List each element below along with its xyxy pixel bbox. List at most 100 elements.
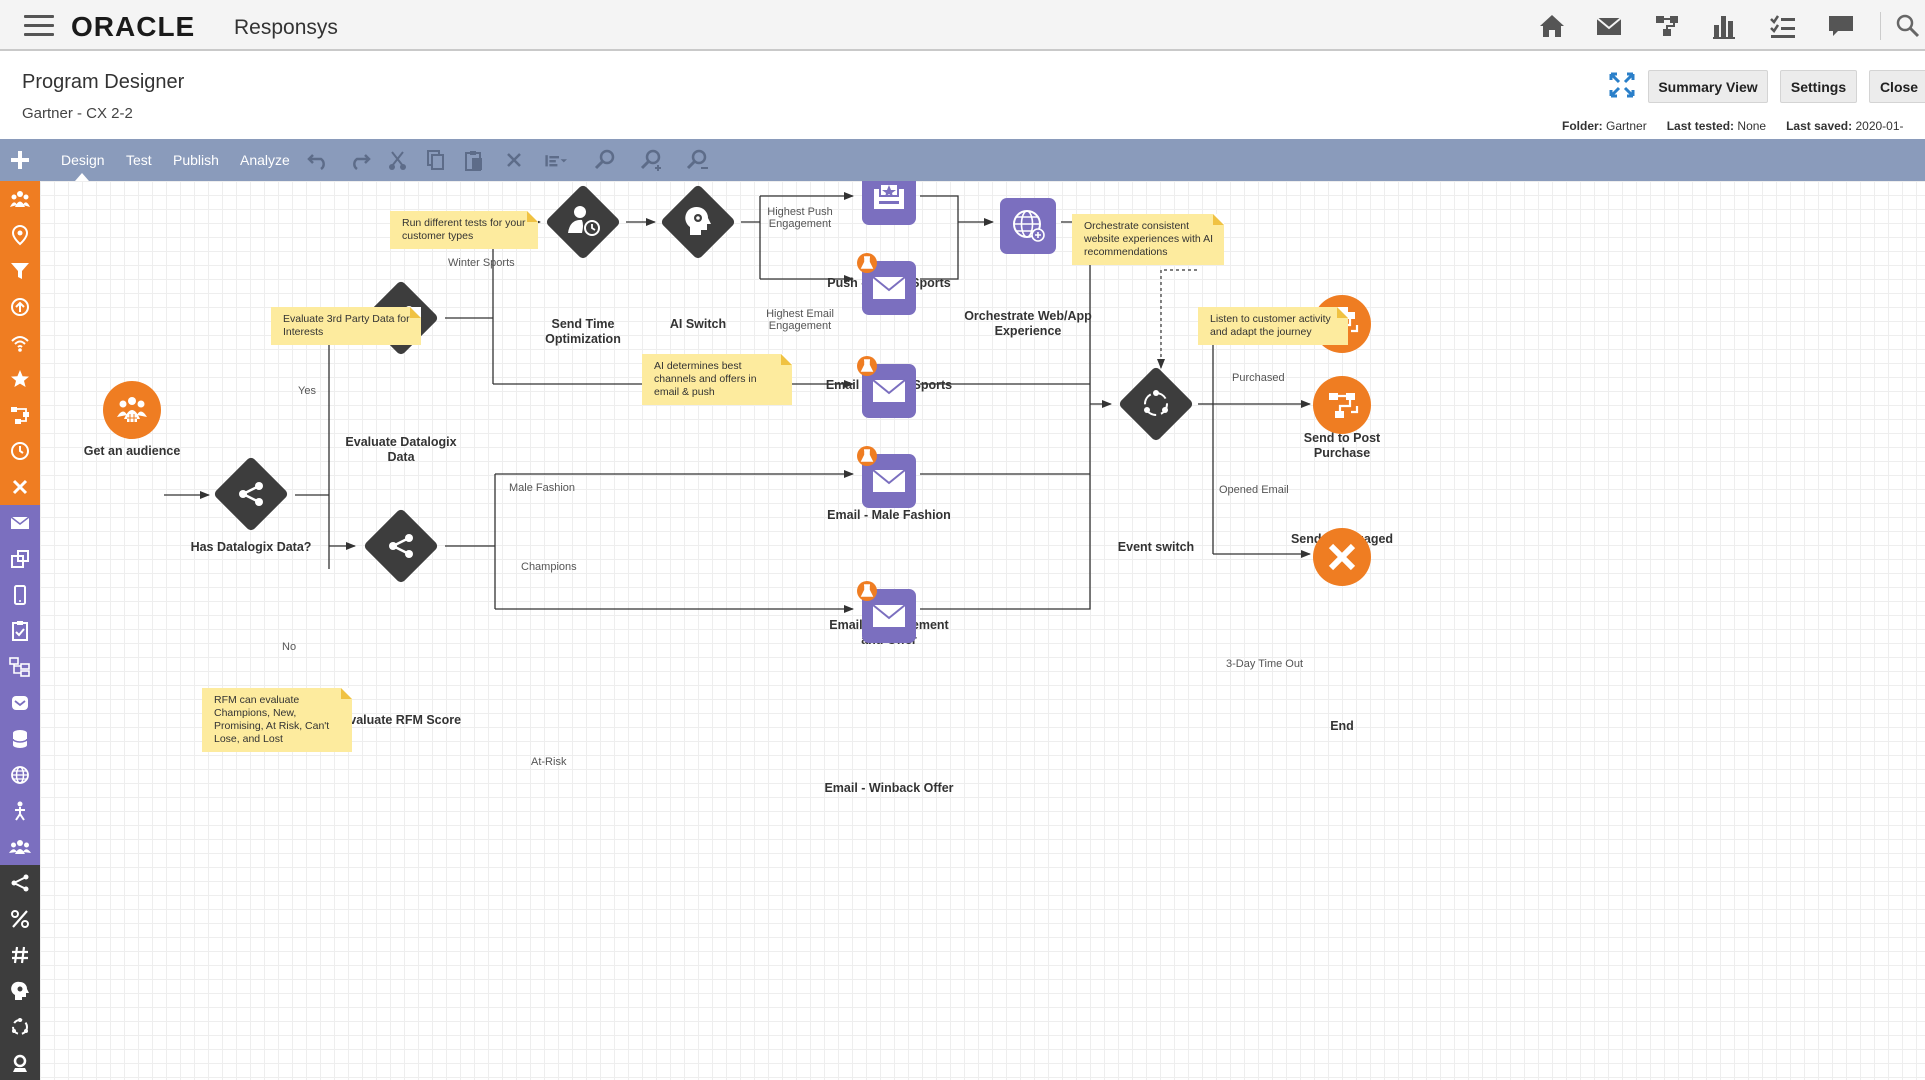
split-icon[interactable] [0,865,40,901]
expand-icon[interactable] [1608,71,1636,99]
node-email-winter-sports[interactable] [855,253,921,319]
form-icon[interactable] [0,613,40,649]
node-label-end: End [1330,719,1354,733]
cut-icon[interactable] [386,149,410,171]
zoom-fit-icon[interactable] [593,149,617,171]
edge-label-timeout: 3-Day Time Out [1226,658,1304,670]
event-icon[interactable] [0,1009,40,1045]
note-run-tests[interactable]: Run different tests for your customer ty… [390,211,538,249]
node-get-audience[interactable] [103,381,161,439]
program-name: Gartner - CX 2-2 [22,105,133,122]
designer-canvas[interactable]: Get an audience Has Datalogix Data? Eval… [40,181,1925,1080]
edge-label-highest-email: Highest Email Engagement [766,308,834,332]
node-email-winback[interactable] [855,581,921,647]
copy-icon[interactable] [423,149,447,171]
database-icon[interactable] [0,721,40,757]
ai-icon[interactable] [0,973,40,1009]
redo-icon[interactable] [347,149,371,171]
flow-connectors [164,192,1311,613]
node-label-email-winback: Email - Winback Offer [824,781,954,795]
audience-icon[interactable] [0,181,40,217]
node-send-time-optimization[interactable] [540,181,626,265]
home-icon[interactable] [1537,11,1567,41]
tab-publish[interactable]: Publish [173,152,219,168]
web-icon[interactable] [0,757,40,793]
node-email-engagement[interactable] [855,446,921,512]
email-icon [857,446,916,508]
timer-icon[interactable] [0,433,40,469]
program-icon[interactable] [0,397,40,433]
close-button[interactable]: Close [1869,70,1925,103]
delete-icon[interactable] [502,149,526,171]
hash-icon[interactable] [0,937,40,973]
star-icon[interactable] [0,361,40,397]
node-has-datalogix[interactable] [208,451,294,537]
last-tested-label: Last tested: [1666,119,1735,133]
filter-icon[interactable] [0,253,40,289]
node-ai-switch[interactable] [655,181,741,265]
edge-label-yes: Yes [298,385,316,397]
email-icon[interactable] [0,505,40,541]
orchestration-icon[interactable] [0,649,40,685]
note-evaluate-3rd-party[interactable]: Evaluate 3rd Party Data for Interests [271,307,421,345]
email-campaign-icon[interactable] [0,685,40,721]
edge-label-no: No [282,641,297,653]
oracle-logo: ORACLE [71,11,196,42]
node-email-male-fashion[interactable] [855,356,921,422]
chat-icon[interactable] [1826,11,1856,41]
node-label-orchestrate: Orchestrate Web/App Experience [964,309,1092,338]
note-orchestrate[interactable]: Orchestrate consistent website experienc… [1072,214,1224,265]
node-label-evaluate-rfm: Evaluate RFM Score [340,713,462,727]
node-push-winter-sports[interactable] [860,181,918,227]
chart-icon[interactable] [1710,11,1740,41]
activity-palette [0,181,40,1080]
edge-label-opened-email: Opened Email [1219,484,1289,496]
tasks-icon[interactable] [1768,11,1798,41]
end-icon [1313,528,1371,586]
zoom-out-icon[interactable] [686,149,710,171]
note-listen[interactable]: Listen to customer activity and adapt th… [1198,307,1348,345]
end-icon[interactable] [0,469,40,505]
tab-analyze[interactable]: Analyze [240,152,290,168]
zoom-in-icon[interactable] [640,149,664,171]
node-evaluate-rfm[interactable] [358,503,444,589]
node-orchestrate[interactable] [998,196,1058,256]
node-label-get-audience: Get an audience [83,444,181,458]
settings-button[interactable]: Settings [1780,70,1857,103]
paste-icon[interactable] [462,149,486,171]
mail-icon[interactable] [1594,11,1624,41]
node-label-ai-switch: AI Switch [669,317,727,331]
settings-icon[interactable] [0,1045,40,1080]
person-icon[interactable] [0,793,40,829]
location-icon[interactable] [0,217,40,253]
percent-icon[interactable] [0,901,40,937]
split-icon [364,509,438,583]
undo-icon[interactable] [307,149,331,171]
program-icon[interactable] [1652,11,1682,41]
signal-icon[interactable] [0,325,40,361]
last-saved-value: 2020-01- [1855,119,1904,133]
tab-design[interactable]: Design [61,152,105,168]
summary-view-button[interactable]: Summary View [1648,70,1768,103]
note-rfm[interactable]: RFM can evaluate Champions, New, Promisi… [202,688,352,752]
folder-value: Gartner [1606,119,1647,133]
search-icon[interactable] [1893,11,1923,41]
group-icon[interactable] [0,829,40,865]
node-event-switch[interactable] [1113,361,1199,447]
email-icon [857,581,916,643]
note-ai-determines[interactable]: AI determines best channels and offers i… [642,354,792,405]
mobile-icon[interactable] [0,577,40,613]
product-name: Responsys [234,16,338,39]
node-label-event-switch: Event switch [1117,540,1195,554]
node-send-engaged-journey[interactable] [1313,376,1371,434]
audience-icon [103,381,161,439]
node-end[interactable] [1313,528,1371,586]
add-icon[interactable] [8,147,32,173]
message-icon[interactable] [0,541,40,577]
align-icon[interactable] [543,149,567,171]
switch-icon[interactable] [0,289,40,325]
node-label-send-post-purchase: Send to Post Purchase [1303,431,1381,460]
hamburger-menu-icon[interactable] [24,15,54,37]
tab-test[interactable]: Test [126,152,152,168]
